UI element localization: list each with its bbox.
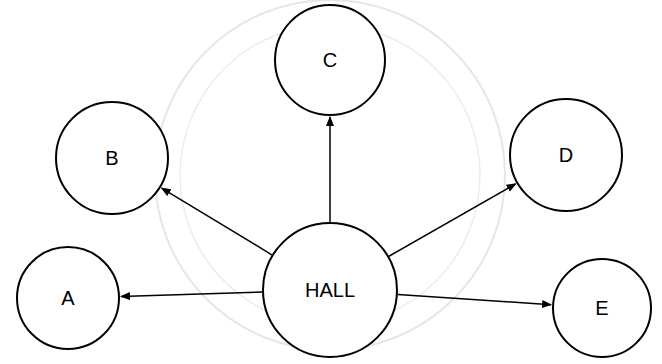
arrow-connector	[389, 184, 516, 256]
arrow-connector	[121, 292, 262, 296]
room-label: HALL	[305, 279, 355, 302]
arrow-connector	[162, 188, 272, 255]
arrow-connector	[398, 294, 551, 304]
room-circle: A	[16, 246, 120, 350]
room-label: D	[559, 144, 573, 167]
room-label: E	[595, 297, 608, 320]
room-circle: B	[55, 101, 169, 215]
room-circle: D	[509, 98, 623, 212]
room-label: B	[105, 147, 118, 170]
room-circle: HALL	[262, 222, 398, 358]
room-circle: C	[274, 4, 386, 116]
arrow-connector	[329, 117, 331, 222]
watermark-ring	[180, 25, 480, 325]
room-label: A	[61, 287, 74, 310]
room-label: C	[323, 49, 337, 72]
room-circle: E	[552, 258, 652, 358]
